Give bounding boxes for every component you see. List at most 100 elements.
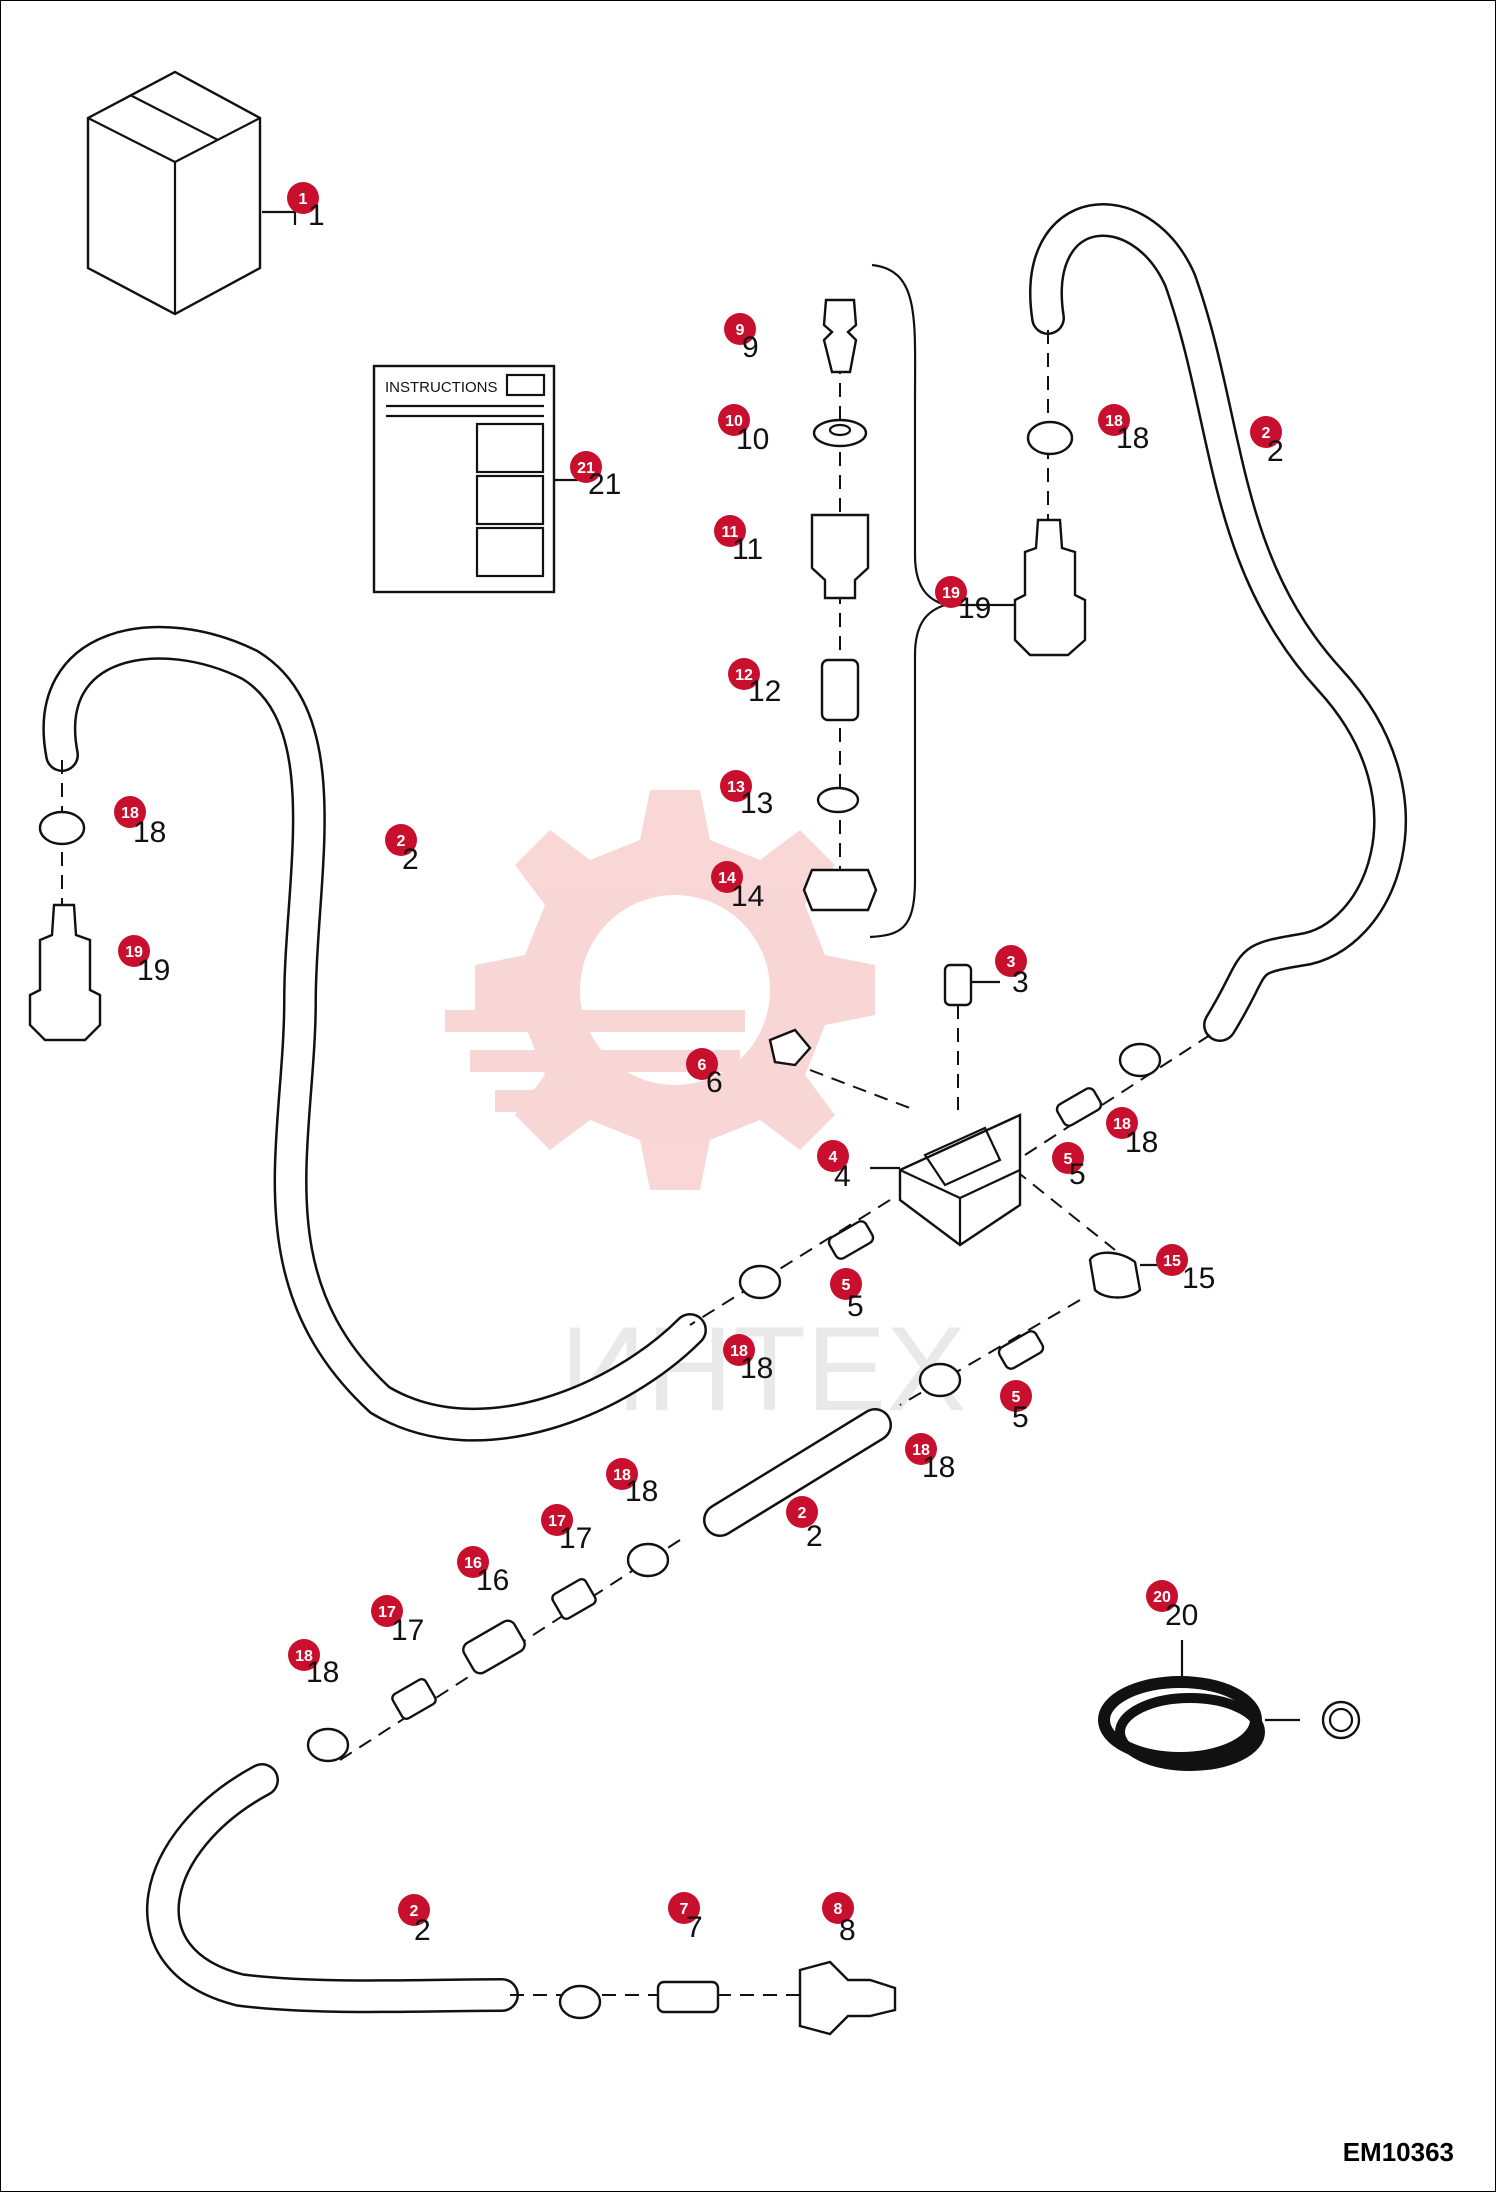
svg-text:18: 18 [922, 1451, 955, 1484]
callout-18-right-mid: 18 [1106, 1107, 1138, 1139]
part-3-bolt [943, 963, 1000, 1007]
part-12-insert [820, 658, 860, 722]
callout-19-right: 19 [935, 576, 967, 608]
svg-text:4: 4 [834, 1160, 851, 1193]
svg-text:18: 18 [613, 1467, 631, 1484]
callout-15: 15 [1156, 1244, 1188, 1276]
svg-text:2: 2 [402, 843, 419, 876]
callout-7: 7 [668, 1892, 700, 1924]
hose-bottom [145, 1763, 519, 2014]
svg-text:8: 8 [834, 1901, 843, 1918]
svg-text:19: 19 [958, 592, 991, 625]
callout-20: 20 [1146, 1580, 1178, 1612]
callout-8: 8 [822, 1892, 854, 1924]
svg-text:1: 1 [308, 199, 325, 232]
hose-right [1029, 203, 1407, 1042]
callout-17-upper: 17 [541, 1504, 573, 1536]
svg-text:2: 2 [806, 1520, 823, 1553]
svg-text:15: 15 [1163, 1253, 1181, 1270]
callout-19-left: 19 [118, 935, 150, 967]
svg-text:18: 18 [1116, 422, 1149, 455]
part-14-nut [802, 868, 878, 912]
callout-5-lower: 5 [1000, 1380, 1032, 1412]
svg-text:14: 14 [731, 880, 764, 913]
callout-2-left: 2 [385, 824, 417, 856]
svg-text:8: 8 [839, 1914, 856, 1947]
svg-text:9: 9 [742, 331, 759, 364]
part-5-fitting-lower [997, 1330, 1045, 1370]
svg-text:19: 19 [137, 954, 170, 987]
callout-6: 6 [686, 1048, 718, 1080]
svg-text:14: 14 [718, 870, 736, 887]
svg-text:16: 16 [464, 1555, 482, 1572]
callout-10: 10 [718, 404, 750, 436]
printed-part-numbers: 1 2 2 2 2 3 4 5 5 5 6 7 8 9 10 11 12 13 … [133, 199, 1284, 1947]
svg-text:15: 15 [1182, 1262, 1215, 1295]
svg-text:18: 18 [295, 1648, 313, 1665]
callout-2-middle: 2 [786, 1496, 818, 1528]
svg-text:5: 5 [1012, 1401, 1029, 1434]
watermark: ИНТЕХ [445, 790, 966, 1436]
part-7-fitting [656, 1980, 720, 2014]
callout-5-right: 5 [1052, 1142, 1084, 1174]
callout-21: 21 [570, 451, 602, 483]
callout-2-right: 2 [1250, 416, 1282, 448]
part-21-instructions-sheet: INSTRUCTIONS [372, 364, 578, 594]
svg-text:17: 17 [559, 1522, 592, 1555]
part-8-coupler [798, 1960, 897, 2036]
part-1-box [86, 70, 297, 316]
callout-4: 4 [817, 1140, 849, 1172]
callout-14: 14 [711, 861, 743, 893]
svg-text:6: 6 [706, 1066, 723, 1099]
svg-text:13: 13 [727, 779, 745, 796]
svg-text:1: 1 [299, 191, 308, 208]
svg-text:10: 10 [725, 413, 743, 430]
callout-18-bottom-left: 18 [288, 1639, 320, 1671]
svg-text:18: 18 [133, 816, 166, 849]
svg-text:10: 10 [736, 423, 769, 456]
svg-text:5: 5 [842, 1277, 851, 1294]
part-5-fitting-left [827, 1220, 875, 1260]
callout-16: 16 [457, 1546, 489, 1578]
svg-text:17: 17 [378, 1604, 396, 1621]
svg-text:2: 2 [1267, 435, 1284, 468]
part-5-fitting-right [1055, 1087, 1103, 1127]
svg-text:11: 11 [722, 524, 739, 541]
callout-5-left: 5 [830, 1268, 862, 1300]
callout-1: 1 [287, 182, 319, 214]
callout-17-lower: 17 [371, 1595, 403, 1627]
watermark-gear-icon [445, 790, 875, 1190]
svg-text:2: 2 [798, 1505, 807, 1522]
svg-text:13: 13 [740, 787, 773, 820]
svg-text:20: 20 [1165, 1599, 1198, 1632]
svg-text:18: 18 [625, 1475, 658, 1508]
part-16-adapter [462, 1619, 526, 1675]
svg-text:5: 5 [847, 1290, 864, 1323]
kit-19-bracket [869, 263, 949, 939]
svg-text:7: 7 [686, 1911, 703, 1944]
callout-2-bottom: 2 [398, 1894, 430, 1926]
callout-18-lower-right: 18 [905, 1433, 937, 1465]
callout-18-left: 18 [114, 796, 146, 828]
part-4-block [870, 1113, 1022, 1247]
part-10-washer [812, 418, 868, 448]
svg-text:5: 5 [1012, 1389, 1021, 1406]
part-18-clamps [38, 420, 1162, 2020]
svg-text:17: 17 [548, 1513, 566, 1530]
svg-text:20: 20 [1153, 1589, 1171, 1606]
part-9-fitting [822, 298, 858, 374]
svg-text:9: 9 [736, 322, 745, 339]
svg-text:11: 11 [732, 533, 763, 566]
svg-text:3: 3 [1012, 966, 1029, 999]
hose-middle-short [703, 1408, 892, 1537]
hose-left [42, 625, 707, 1442]
part-13-ring [816, 786, 860, 814]
svg-text:18: 18 [912, 1442, 930, 1459]
callout-18-upper-left: 18 [606, 1458, 638, 1490]
callout-13: 13 [720, 770, 752, 802]
svg-text:21: 21 [577, 460, 595, 477]
svg-text:5: 5 [1069, 1158, 1086, 1191]
part-19-fitting-left [28, 903, 102, 1042]
svg-text:3: 3 [1007, 954, 1016, 971]
